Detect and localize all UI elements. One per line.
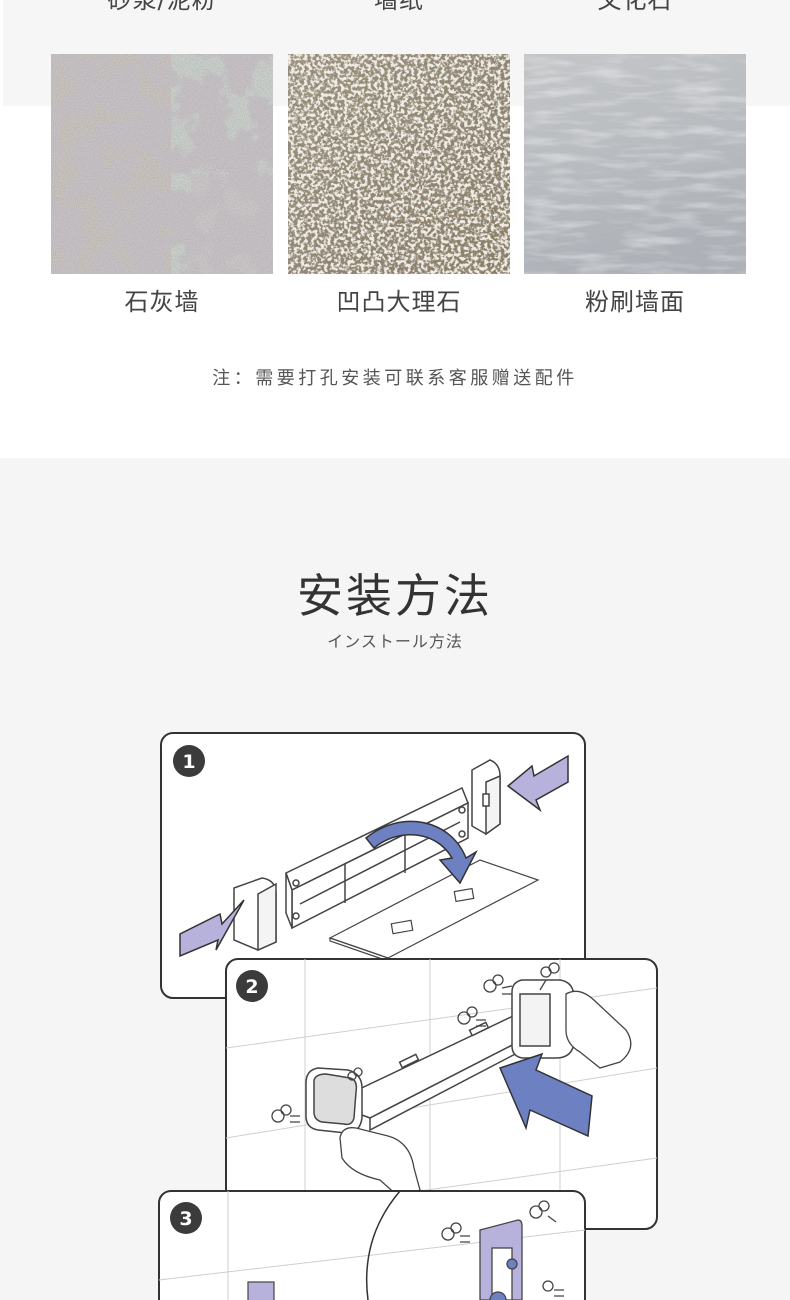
install-subtitle: インストール方法	[327, 632, 463, 651]
install-title: 安装方法	[297, 569, 493, 623]
previous-wall-label: 文化石	[597, 0, 673, 14]
install-steps-illustration: 1	[158, 732, 658, 1300]
wall-type-label: 石灰墙	[124, 288, 200, 316]
step-2-number: 2	[245, 976, 258, 998]
previous-wall-label: 砂浆/泥粉	[107, 0, 217, 14]
step-1-panel: 1	[160, 732, 586, 999]
wall-type-label: 凹凸大理石	[336, 288, 462, 316]
previous-wall-label: 墙纸	[374, 0, 424, 14]
marble-wall-image	[288, 54, 510, 274]
step-3-number: 3	[179, 1208, 192, 1230]
step-3-panel: 3	[158, 1190, 586, 1300]
wall-type-label: 粉刷墙面	[585, 288, 685, 316]
drilling-note: 注：需要打孔安装可联系客服赠送配件	[212, 368, 578, 389]
install-section: 安装方法 インストール方法	[0, 458, 790, 1300]
step-2-panel: 2	[225, 958, 658, 1230]
painted-wall-image	[524, 54, 746, 274]
lime-wall-image	[51, 54, 273, 274]
step-1-number: 1	[182, 751, 195, 773]
